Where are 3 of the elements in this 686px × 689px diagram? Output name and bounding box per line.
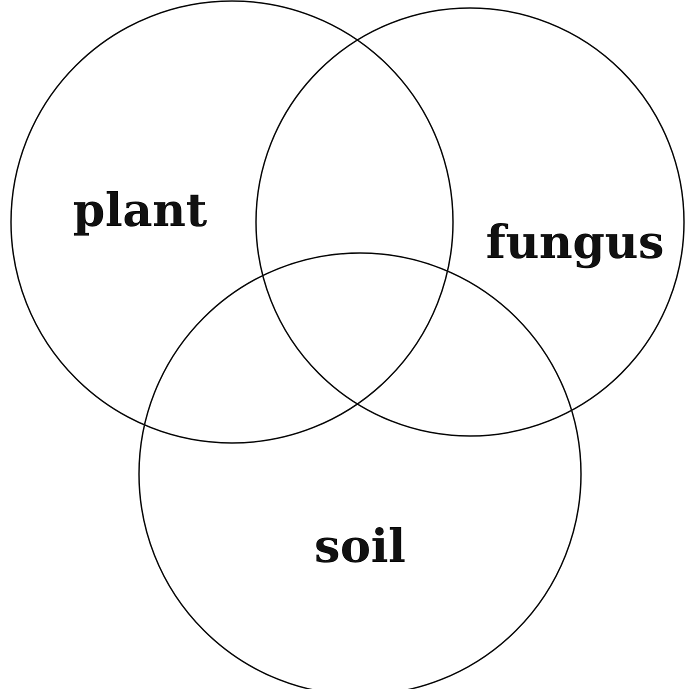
set-label: fungus <box>486 215 664 269</box>
set-label: soil <box>314 519 406 573</box>
set-label: plant <box>72 183 208 237</box>
